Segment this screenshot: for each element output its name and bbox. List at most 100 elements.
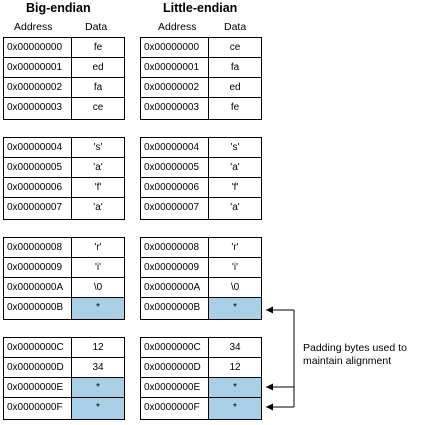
- data-cell: ed: [92, 62, 104, 73]
- data-cell: fa: [93, 82, 103, 93]
- little-endian-data-header: Data: [224, 21, 247, 33]
- table-row: 0x00000006 'f': [4, 178, 124, 198]
- address-cell: 0x0000000A: [4, 278, 72, 297]
- address-cell: 0x00000000: [4, 38, 72, 57]
- address-cell: 0x0000000B: [141, 298, 209, 319]
- address-cell: 0x0000000A: [141, 278, 209, 297]
- table-row: 0x00000009'i': [4, 258, 124, 278]
- address-cell: 0x0000000D: [141, 358, 209, 377]
- table-row: 0x00000000 ce: [141, 38, 261, 58]
- table-row: 0x00000002 ed: [141, 78, 261, 98]
- data-cell: 'f': [94, 182, 102, 193]
- data-cell: 's': [93, 142, 103, 153]
- table-row: 0x0000000A \0: [4, 278, 124, 298]
- table-row: 0x0000000F*: [141, 398, 261, 419]
- table-row: 0x00000003 fe: [141, 98, 261, 119]
- padding-byte-cell: *: [72, 378, 124, 397]
- table-row: 0x0000000B*: [4, 298, 124, 319]
- table-row: 0x00000000 fe: [4, 38, 124, 58]
- big-endian-title: Big-endian: [26, 1, 91, 15]
- little-endian-address-header: Address: [158, 21, 197, 33]
- address-cell: 0x00000007: [4, 198, 72, 219]
- padding-byte-cell: *: [209, 398, 261, 419]
- address-cell: 0x00000004: [4, 138, 72, 157]
- little-endian-block-1: 0x00000004's'0x00000005'a'0x00000006'f'0…: [140, 137, 262, 220]
- padding-byte-cell: *: [72, 298, 124, 319]
- table-row: 0x00000009 'i': [141, 258, 261, 278]
- data-cell: 'i': [231, 262, 239, 273]
- address-cell: 0x00000009: [141, 258, 209, 277]
- address-cell: 0x0000000E: [4, 378, 72, 397]
- padding-byte-cell: *: [72, 398, 124, 419]
- address-cell: 0x00000001: [141, 58, 209, 77]
- table-row: 0x0000000E*: [4, 378, 124, 398]
- address-cell: 0x00000003: [141, 98, 209, 119]
- address-cell: 0x00000002: [4, 78, 72, 97]
- address-cell: 0x00000005: [141, 158, 209, 177]
- address-cell: 0x00000002: [141, 78, 209, 97]
- data-cell: 'a': [230, 202, 240, 213]
- data-cell: ce: [229, 42, 241, 53]
- data-cell: \0: [93, 282, 103, 293]
- little-endian-title: Little-endian: [163, 1, 238, 15]
- data-cell: 12: [229, 362, 241, 373]
- table-row: 0x00000001 fa: [141, 58, 261, 78]
- table-row: 0x00000003 ce: [4, 98, 124, 119]
- data-cell: 34: [92, 362, 104, 373]
- table-row: 0x00000001 ed: [4, 58, 124, 78]
- padding-byte-cell: *: [209, 378, 261, 397]
- data-cell: 34: [229, 342, 241, 353]
- address-cell: 0x0000000C: [4, 338, 72, 357]
- address-cell: 0x00000009: [4, 258, 72, 277]
- data-cell: ed: [229, 82, 241, 93]
- data-cell: 'f': [231, 182, 239, 193]
- address-cell: 0x00000006: [141, 178, 209, 197]
- table-row: 0x0000000A \0: [141, 278, 261, 298]
- table-row: 0x00000007 'a': [4, 198, 124, 219]
- data-cell: 'r': [94, 242, 102, 253]
- address-cell: 0x00000003: [4, 98, 72, 119]
- data-cell: 'a': [93, 202, 103, 213]
- table-row: 0x0000000B*: [141, 298, 261, 319]
- table-row: 0x00000008 'r': [4, 238, 124, 258]
- padding-note: Padding bytes used to maintain alignment: [303, 342, 407, 367]
- big-endian-data-header: Data: [85, 21, 108, 33]
- address-cell: 0x00000008: [4, 238, 72, 257]
- table-row: 0x0000000D 12: [141, 358, 261, 378]
- data-cell: 'a': [230, 162, 240, 173]
- address-cell: 0x00000004: [141, 138, 209, 157]
- table-row: 0x0000000E*: [141, 378, 261, 398]
- data-cell: \0: [230, 282, 240, 293]
- data-cell: fa: [230, 62, 240, 73]
- table-row: 0x00000004 's': [4, 138, 124, 158]
- big-endian-block-1: 0x00000004's'0x00000005'a'0x00000006'f'0…: [3, 137, 125, 220]
- address-cell: 0x00000006: [4, 178, 72, 197]
- address-cell: 0x00000000: [141, 38, 209, 57]
- data-cell: ce: [92, 102, 104, 113]
- data-cell: fe: [93, 42, 103, 53]
- table-row: 0x0000000F*: [4, 398, 124, 419]
- address-cell: 0x0000000F: [4, 398, 72, 419]
- table-row: 0x00000004 's': [141, 138, 261, 158]
- table-row: 0x00000005 'a': [141, 158, 261, 178]
- table-row: 0x00000002 fa: [4, 78, 124, 98]
- data-cell: 's': [230, 142, 240, 153]
- address-cell: 0x00000001: [4, 58, 72, 77]
- data-cell: 'r': [231, 242, 239, 253]
- table-row: 0x00000007'a': [141, 198, 261, 219]
- big-endian-address-header: Address: [14, 21, 53, 33]
- table-row: 0x00000006 'f': [141, 178, 261, 198]
- data-cell: 'a': [93, 162, 103, 173]
- data-cell: fe: [230, 102, 240, 113]
- address-cell: 0x0000000B: [4, 298, 72, 319]
- address-cell: 0x00000005: [4, 158, 72, 177]
- address-cell: 0x0000000F: [141, 398, 209, 419]
